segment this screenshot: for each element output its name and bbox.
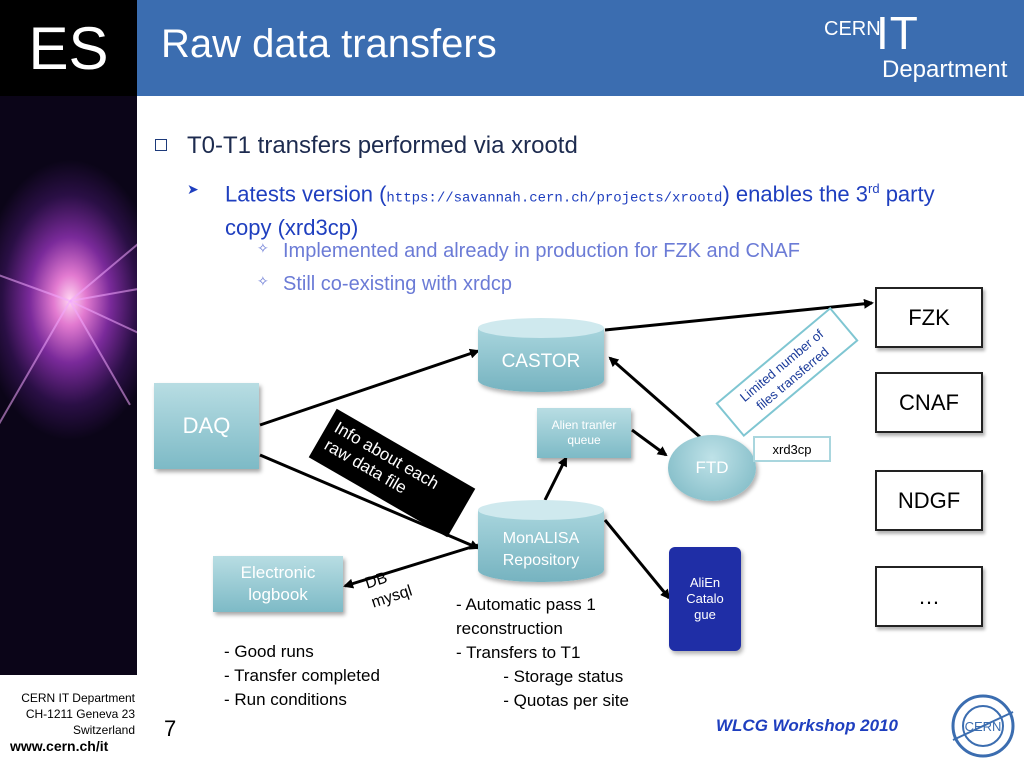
footer-address: CERN IT Department CH-1211 Geneva 23 Swi… <box>21 691 135 737</box>
arrow-monalisa-logbook <box>343 543 479 589</box>
electronic-logbook-node: Electronic logbook <box>213 556 343 612</box>
ftd-node: FTD <box>668 435 756 501</box>
page-number: 7 <box>164 716 177 741</box>
es-logo: ES <box>0 0 137 96</box>
footer-website[interactable]: www.cern.ch/it <box>10 738 109 754</box>
alien-transfer-queue-node: Alien tranfer queue <box>537 408 631 458</box>
arrow-monalisa-queue <box>543 456 568 501</box>
bullet-level3: ✧Implemented and already in production f… <box>257 240 800 262</box>
svg-text:CERN: CERN <box>965 719 1002 734</box>
daq-node: DAQ <box>154 383 259 469</box>
logbook-notes: - Good runs - Transfer completed - Run c… <box>224 642 380 709</box>
square-bullet-icon <box>155 139 167 151</box>
site-more: … <box>875 566 983 627</box>
arrow-ftd-castor <box>608 356 701 439</box>
workshop-title: WLCG Workshop 2010 <box>716 716 898 735</box>
slide-title: Raw data transfers <box>161 22 497 66</box>
bullet-level1: T0-T1 transfers performed via xrootd <box>155 132 578 160</box>
castor-node: CASTOR <box>478 318 604 392</box>
slide-header: Raw data transfers CERN IT Department <box>137 0 1024 96</box>
site-cnaf: CNAF <box>875 372 983 433</box>
bullet-level3: ✧Still co-existing with xrdcp <box>257 273 512 295</box>
arrow-queue-ftd <box>631 428 668 457</box>
cern-it-logo: CERN IT Department <box>824 7 1008 83</box>
bullet-level2: ➤ Latests version (https://savannah.cern… <box>187 174 945 243</box>
alien-catalogue-node: AliEn Catalo gue <box>669 547 741 651</box>
xrd3cp-label: xrd3cp <box>753 436 831 462</box>
arrow-bullet-icon: ➤ <box>187 181 199 197</box>
star-bullet-icon: ✧ <box>257 240 269 256</box>
site-ndgf: NDGF <box>875 470 983 531</box>
arrow-monalisa-catalogue <box>603 519 671 600</box>
plasma-ball-image <box>0 0 137 675</box>
star-bullet-icon: ✧ <box>257 273 269 289</box>
monalisa-repository-node: MonALISA Repository <box>478 500 604 582</box>
arrow-daq-castor <box>259 348 480 427</box>
cern-circle-logo: CERN <box>951 694 1015 758</box>
xrootd-link[interactable]: https://savannah.cern.ch/projects/xrootd <box>386 190 723 207</box>
site-fzk: FZK <box>875 287 983 348</box>
monalisa-notes: - Automatic pass 1 reconstruction - Tran… <box>456 595 629 710</box>
